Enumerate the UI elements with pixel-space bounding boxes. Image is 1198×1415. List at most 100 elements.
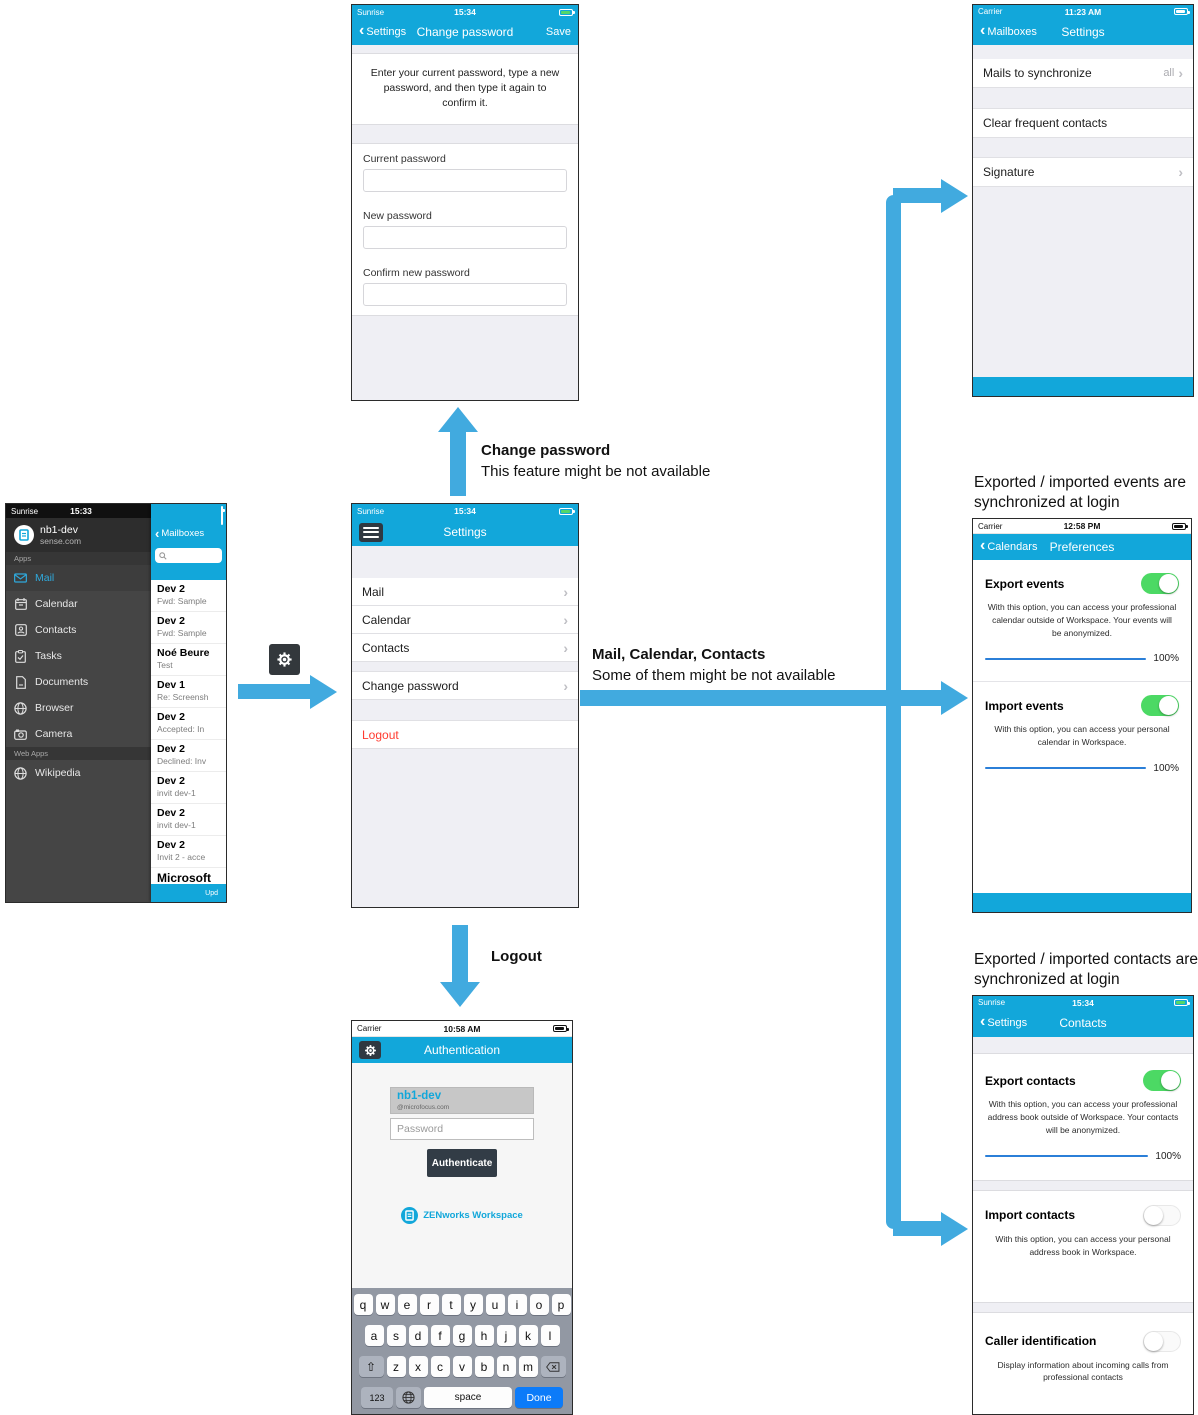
import-events-toggle[interactable]: [1141, 695, 1179, 717]
key-h[interactable]: h: [474, 1325, 494, 1346]
status-time: 12:58 PM: [1063, 521, 1101, 531]
key-b[interactable]: b: [474, 1356, 494, 1377]
authenticate-button[interactable]: Authenticate: [427, 1149, 497, 1177]
key-k[interactable]: k: [518, 1325, 538, 1346]
key-z[interactable]: z: [386, 1356, 406, 1377]
import-contacts-caption: With this option, you can access your pe…: [995, 1233, 1171, 1257]
back-button[interactable]: ‹Calendars: [980, 537, 1038, 554]
key-e[interactable]: e: [397, 1294, 417, 1315]
space-key[interactable]: space: [424, 1387, 512, 1408]
export-events-slider[interactable]: 100%: [985, 653, 1179, 664]
search-input[interactable]: [155, 548, 222, 563]
key-d[interactable]: d: [408, 1325, 428, 1346]
new-password-input[interactable]: [363, 225, 567, 249]
settings-body: Mail› Calendar› Contacts› Change passwor…: [352, 546, 578, 907]
row-clear-frequent-contacts[interactable]: Clear frequent contacts: [973, 108, 1193, 138]
zenworks-logo-icon: [401, 1207, 419, 1224]
export-contacts-label: Export contacts: [985, 1073, 1076, 1088]
export-contacts-section: Export contacts With this option, you ca…: [973, 1053, 1193, 1181]
current-password-input[interactable]: [363, 168, 567, 192]
arrowhead-down-icon: [440, 982, 480, 1007]
key-y[interactable]: y: [463, 1294, 483, 1315]
row-signature[interactable]: Signature ›: [973, 157, 1193, 187]
key-s[interactable]: s: [386, 1325, 406, 1346]
settings-item-mail[interactable]: Mail›: [352, 578, 578, 606]
settings-gear-button[interactable]: [359, 1041, 381, 1059]
key-m[interactable]: m: [518, 1356, 538, 1377]
sidebar-item-browser[interactable]: Browser: [6, 695, 226, 721]
password-placeholder: Password: [397, 1123, 444, 1135]
logout-button[interactable]: Logout: [352, 720, 578, 749]
import-contacts-toggle[interactable]: [1143, 1204, 1181, 1226]
mail-panel-header: ‹Mailboxes: [151, 504, 226, 580]
settings-item-contacts[interactable]: Contacts›: [352, 634, 578, 662]
key-q[interactable]: q: [353, 1294, 373, 1315]
arrow-open-settings: [238, 684, 310, 699]
key-a[interactable]: a: [364, 1325, 384, 1346]
key-u[interactable]: u: [485, 1294, 505, 1315]
key-f[interactable]: f: [430, 1325, 450, 1346]
sidebar-item-wikipedia[interactable]: Wikipedia: [6, 760, 226, 786]
backspace-key[interactable]: [540, 1356, 566, 1377]
settings-item-calendar[interactable]: Calendar›: [352, 606, 578, 634]
key-p[interactable]: p: [551, 1294, 571, 1315]
camera-icon: [14, 729, 27, 740]
import-events-slider[interactable]: 100%: [985, 763, 1179, 774]
sidebar-item-tasks[interactable]: Tasks: [6, 643, 226, 669]
key-o[interactable]: o: [529, 1294, 549, 1315]
sidebar-item-camera[interactable]: Camera: [6, 721, 226, 747]
key-t[interactable]: t: [441, 1294, 461, 1315]
key-i[interactable]: i: [507, 1294, 527, 1315]
export-contacts-slider[interactable]: 100%: [985, 1151, 1181, 1162]
shift-key[interactable]: ⇧: [358, 1356, 384, 1377]
menu-button[interactable]: [359, 522, 383, 542]
save-button[interactable]: Save: [545, 26, 571, 38]
numbers-key[interactable]: 123: [361, 1387, 393, 1408]
settings-gear-step[interactable]: [269, 644, 300, 675]
password-field[interactable]: Password: [390, 1118, 534, 1140]
row-mails-to-synchronize[interactable]: Mails to synchronize all ›: [973, 59, 1193, 88]
key-x[interactable]: x: [408, 1356, 428, 1377]
back-button[interactable]: ‹Settings: [359, 22, 407, 39]
settings-item-change-password[interactable]: Change password›: [352, 671, 578, 700]
key-w[interactable]: w: [375, 1294, 395, 1315]
globe-key[interactable]: [396, 1387, 421, 1408]
username-field[interactable]: nb1-dev @microfocus.com: [390, 1087, 534, 1114]
key-j[interactable]: j: [496, 1325, 516, 1346]
key-r[interactable]: r: [419, 1294, 439, 1315]
nav-title: Contacts: [1059, 1016, 1107, 1030]
sidebar-item-calendar[interactable]: Calendar: [6, 591, 226, 617]
key-c[interactable]: c: [430, 1356, 450, 1377]
export-events-toggle[interactable]: [1141, 573, 1179, 594]
sidebar-item-documents[interactable]: Documents: [6, 669, 226, 695]
key-n[interactable]: n: [496, 1356, 516, 1377]
back-button[interactable]: ‹Mailboxes: [980, 21, 1037, 39]
nav-bar: ‹Calendars Preferences: [973, 534, 1191, 560]
documents-icon: [14, 675, 27, 689]
key-g[interactable]: g: [452, 1325, 472, 1346]
status-time: 15:34: [454, 7, 476, 17]
done-key[interactable]: Done: [515, 1387, 563, 1408]
key-l[interactable]: l: [540, 1325, 560, 1346]
mailboxes-back-button[interactable]: ‹Mailboxes: [155, 526, 205, 541]
status-carrier: Carrier: [978, 7, 1003, 16]
export-contacts-toggle[interactable]: [1143, 1070, 1181, 1092]
back-button[interactable]: ‹Settings: [980, 1013, 1028, 1030]
sidebar-item-contacts[interactable]: Contacts: [6, 617, 226, 643]
key-v[interactable]: v: [452, 1356, 472, 1377]
caller-identification-toggle[interactable]: [1143, 1330, 1181, 1352]
confirm-password-input[interactable]: [363, 282, 567, 306]
